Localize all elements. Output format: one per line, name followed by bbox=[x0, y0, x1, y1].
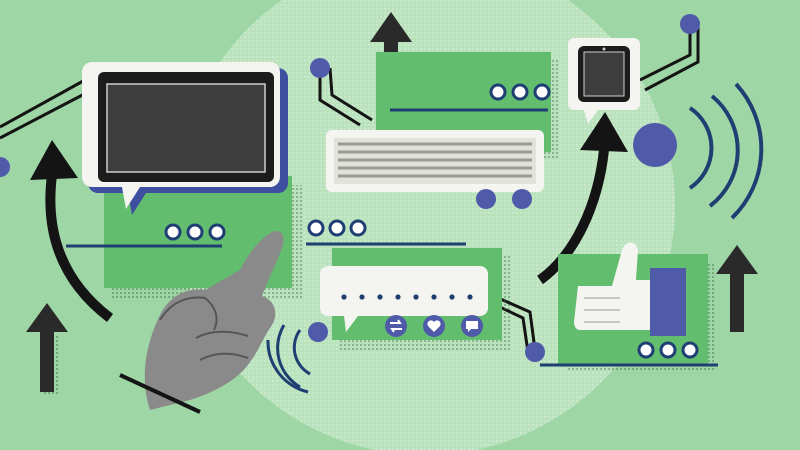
up-arrow-icon bbox=[26, 303, 68, 395]
ellipsis-icon bbox=[164, 223, 226, 241]
comment-icon[interactable] bbox=[461, 315, 483, 337]
message-card bbox=[320, 248, 510, 350]
node-dot bbox=[525, 342, 545, 362]
signal-dot bbox=[633, 123, 677, 167]
heart-icon[interactable] bbox=[423, 315, 445, 337]
ellipsis-icon bbox=[637, 341, 699, 359]
curved-arrow-icon bbox=[537, 112, 628, 285]
curved-arrow-icon bbox=[30, 140, 114, 322]
smartwatch-icon bbox=[568, 38, 640, 124]
node-dot bbox=[680, 14, 700, 34]
signal-waves-icon bbox=[688, 82, 764, 220]
ellipsis-icon bbox=[489, 83, 551, 101]
signal-waves-icon bbox=[266, 324, 311, 394]
node-dot bbox=[310, 58, 330, 78]
tablet-icon bbox=[82, 62, 288, 215]
ellipsis-icon bbox=[307, 219, 367, 237]
pointing-hand-icon bbox=[119, 230, 284, 414]
up-arrow-icon bbox=[716, 245, 758, 332]
node-dot bbox=[308, 322, 328, 342]
retweet-icon[interactable] bbox=[385, 315, 407, 337]
text-lines-panel bbox=[326, 130, 544, 209]
node-dot bbox=[0, 157, 10, 177]
ellipsis-icon bbox=[341, 294, 473, 300]
thumbs-up-icon bbox=[574, 242, 686, 336]
